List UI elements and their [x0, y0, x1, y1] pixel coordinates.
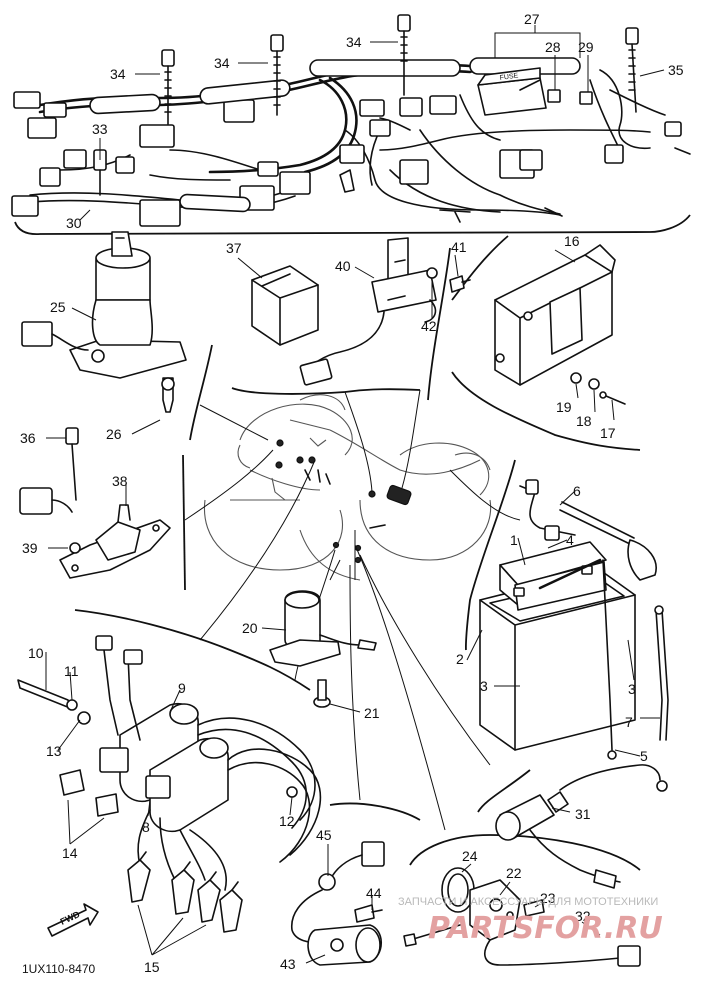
ignition-coil-assembly — [17, 635, 322, 933]
cdi-unit — [494, 244, 626, 405]
part-label-26: 26 — [106, 426, 122, 442]
part-label-38: 38 — [112, 473, 128, 489]
bolt-21 — [313, 679, 331, 708]
part-label-42: 42 — [421, 318, 437, 334]
drawing-code: 1UX110-8470 — [22, 962, 95, 976]
part-label-7: 7 — [625, 714, 633, 730]
part-label-24: 24 — [462, 848, 478, 864]
part-label-35: 35 — [668, 62, 684, 78]
neutral-switch-assembly — [291, 841, 385, 966]
part-label-14: 14 — [62, 845, 78, 861]
part-label-10: 10 — [28, 645, 44, 661]
part-label-22: 22 — [506, 865, 522, 881]
group-divider-lines — [14, 214, 691, 871]
part-label-29: 29 — [578, 39, 594, 55]
part-label-23: 23 — [540, 890, 556, 906]
part-label-18: 18 — [576, 413, 592, 429]
part-label-20: 20 — [242, 620, 258, 636]
part-label-6: 6 — [573, 483, 581, 499]
part-label-4: 4 — [566, 532, 574, 548]
part-label-32: 32 — [575, 908, 591, 924]
label-leaders — [45, 25, 665, 964]
part-label-16: 16 — [564, 233, 580, 249]
part-label-34-left: 34 — [110, 66, 126, 82]
part-label-45: 45 — [316, 827, 332, 843]
part-label-21: 21 — [364, 705, 380, 721]
part-label-33: 33 — [92, 121, 108, 137]
cable-bands-34 — [93, 14, 639, 196]
part-label-31: 31 — [575, 806, 591, 822]
watermark: ЗАПЧАСТИ И АКСЕССУАРЫ ДЛЯ МОТОТЕХНИКИ PA… — [398, 896, 663, 946]
part-number-labels: 27 28 29 34 34 34 35 33 30 37 40 41 42 1… — [20, 11, 684, 975]
frame-leader-lines — [184, 389, 521, 831]
part-label-39: 39 — [22, 540, 38, 556]
part-label-37: 37 — [226, 240, 242, 256]
part-label-19: 19 — [556, 399, 572, 415]
part-label-27: 27 — [524, 11, 540, 27]
main-switch-assembly — [21, 231, 187, 413]
part-label-40: 40 — [335, 258, 351, 274]
watermark-logo: PARTSFOR.RU — [428, 911, 663, 946]
motorcycle-frame-outline — [203, 394, 492, 581]
forward-arrow: FWD — [47, 903, 99, 937]
part-label-3-right: 3 — [628, 681, 636, 697]
part-label-17: 17 — [600, 425, 616, 441]
frame-mount-markers — [275, 439, 412, 564]
part-label-15: 15 — [144, 959, 160, 975]
part-label-28: 28 — [545, 39, 561, 55]
fuse-box-label: FUSE — [499, 72, 519, 82]
watermark-caption: ЗАПЧАСТИ И АКСЕССУАРЫ ДЛЯ МОТОТЕХНИКИ — [398, 896, 658, 908]
part-label-43: 43 — [280, 956, 296, 972]
sensor-bracket-assembly — [403, 867, 641, 967]
battery-assembly — [479, 479, 669, 760]
part-label-36: 36 — [20, 430, 36, 446]
rectifier-regulator — [299, 237, 471, 386]
part-label-9: 9 — [178, 680, 186, 696]
part-label-25: 25 — [50, 299, 66, 315]
part-label-1: 1 — [510, 532, 518, 548]
part-label-8: 8 — [142, 819, 150, 835]
part-label-3-left: 3 — [480, 678, 488, 694]
harness-sleeves — [89, 57, 581, 213]
part-label-2: 2 — [456, 651, 464, 667]
part-label-13: 13 — [46, 743, 62, 759]
part-label-30: 30 — [66, 215, 82, 231]
horn-bracket-assembly — [19, 427, 171, 579]
part-label-34-right: 34 — [346, 34, 362, 50]
part-label-41: 41 — [451, 239, 467, 255]
part-label-44: 44 — [366, 885, 382, 901]
sensor-31 — [495, 764, 668, 889]
relay-37 — [251, 265, 319, 346]
part-label-5: 5 — [640, 748, 648, 764]
part-label-12: 12 — [279, 813, 295, 829]
part-label-34-middle: 34 — [214, 55, 230, 71]
fuse-box: FUSE — [477, 67, 593, 116]
component-20 — [269, 590, 377, 667]
part-label-11: 11 — [64, 663, 79, 679]
wire-harness — [29, 63, 666, 216]
